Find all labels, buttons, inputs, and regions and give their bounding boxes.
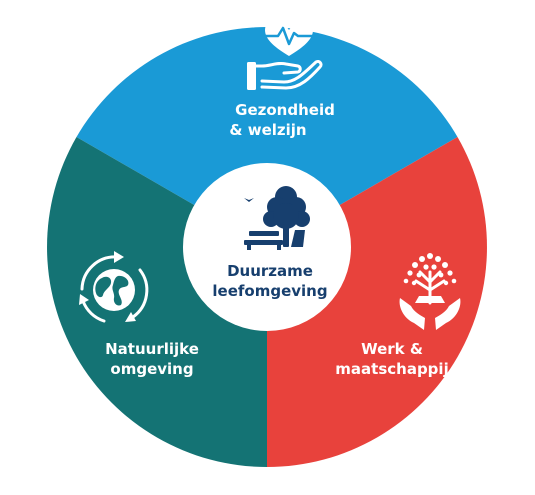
label-nature-line2: omgeving — [110, 360, 193, 378]
label-health-line1: Gezondheid — [235, 101, 335, 119]
label-health-line2: & welzijn — [229, 121, 306, 139]
center-label-line2: leefomgeving — [212, 282, 327, 300]
globe-cycle-icon — [79, 251, 149, 323]
park-tree-bench-icon — [244, 186, 310, 250]
heart-hand-icon — [247, 20, 323, 90]
label-work-line2: maatschappij — [335, 360, 448, 378]
center-label-line1: Duurzame — [227, 262, 313, 280]
label-nature-line1: Natuurlijke — [105, 340, 199, 358]
center-circle — [183, 163, 351, 331]
tree-hands-icon — [399, 253, 461, 330]
segment-health — [76, 27, 458, 248]
label-work-line1: Werk & — [361, 340, 423, 358]
